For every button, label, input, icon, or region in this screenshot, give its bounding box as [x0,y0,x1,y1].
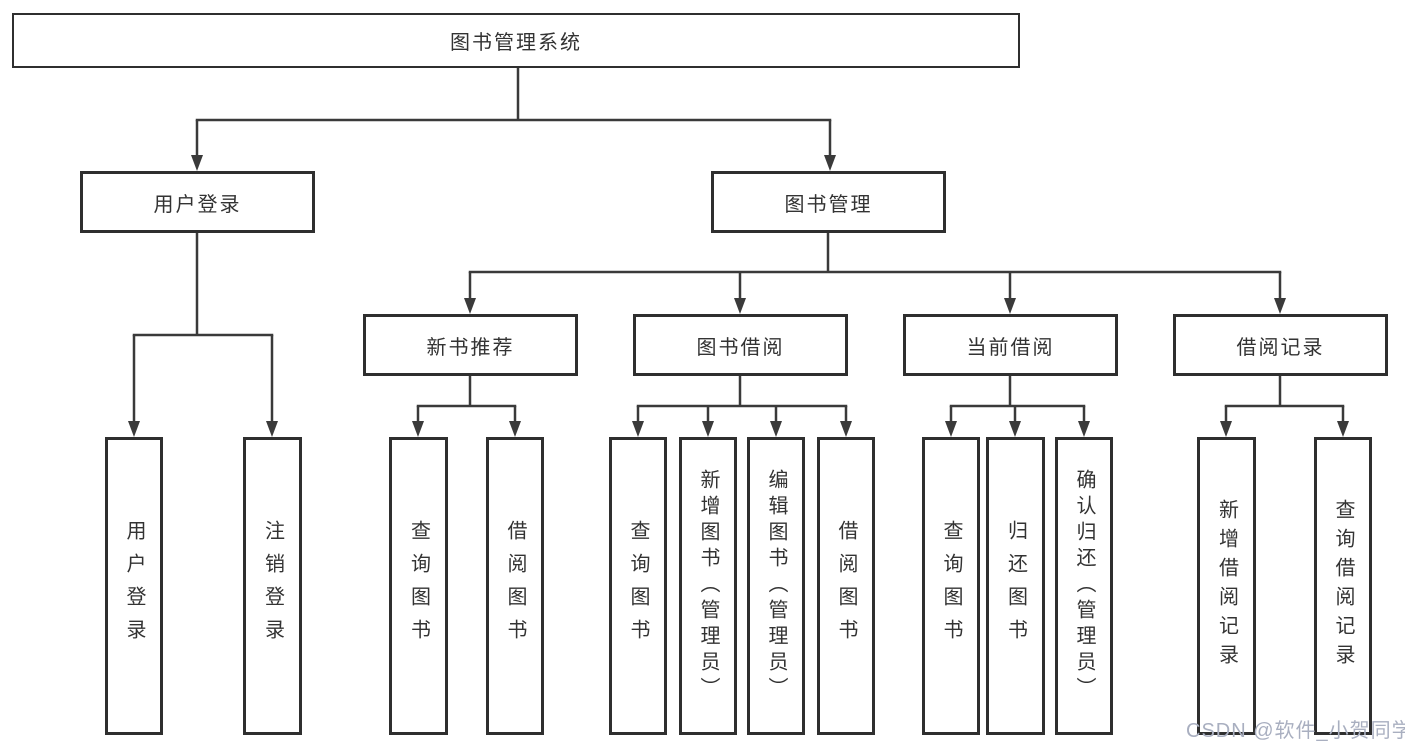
leaf-current-confirm-return-admin: 确认归还（管理员） [1055,437,1113,735]
node-label: 图书管理系统 [450,32,582,54]
node-borrowing-records: 借阅记录 [1173,314,1388,376]
node-label: 新增图书（管理员） [697,469,719,703]
node-label: 归还图书 [1004,520,1027,652]
leaf-recommend-borrow-books: 借阅图书 [486,437,544,735]
leaf-records-add-record: 新增借阅记录 [1197,437,1256,735]
node-new-book-recommend: 新书推荐 [363,314,578,376]
node-book-borrowing: 图书借阅 [633,314,848,376]
node-label: 用户登录 [123,520,145,652]
node-label: 查询图书 [627,520,649,652]
leaf-borrowing-add-books-admin: 新增图书（管理员） [679,437,737,735]
node-label: 借阅图书 [835,520,857,652]
leaf-recommend-query-books: 查询图书 [389,437,448,735]
node-current-borrowing: 当前借阅 [903,314,1118,376]
node-user-login: 用户登录 [80,171,315,233]
node-label: 查询图书 [940,520,962,652]
node-label: 新增借阅记录 [1215,499,1238,673]
node-label: 查询图书 [407,520,430,652]
node-label: 图书管理 [784,193,873,216]
node-book-management: 图书管理 [711,171,946,233]
leaf-user-login: 用户登录 [105,437,163,735]
node-label: 借阅记录 [1236,336,1325,359]
leaf-current-return-books: 归还图书 [986,437,1045,735]
leaf-borrowing-edit-books-admin: 编辑图书（管理员） [747,437,805,735]
node-label: 新书推荐 [426,336,515,359]
leaf-borrowing-borrow-books: 借阅图书 [817,437,875,735]
node-label: 借阅图书 [504,520,526,652]
node-label: 图书借阅 [696,336,785,359]
leaf-logout: 注销登录 [243,437,302,735]
arrowhead-icons [128,155,1349,437]
node-label: 查询借阅记录 [1332,499,1354,673]
leaf-current-query-books: 查询图书 [922,437,980,735]
node-label: 用户登录 [153,193,242,216]
node-label: 编辑图书（管理员） [765,469,787,703]
node-label: 注销登录 [261,520,284,652]
leaf-borrowing-query-books: 查询图书 [609,437,667,735]
node-root-system: 图书管理系统 [12,13,1020,68]
leaf-records-query-record: 查询借阅记录 [1314,437,1372,735]
node-label: 确认归还（管理员） [1073,469,1095,703]
node-label: 当前借阅 [966,336,1055,359]
